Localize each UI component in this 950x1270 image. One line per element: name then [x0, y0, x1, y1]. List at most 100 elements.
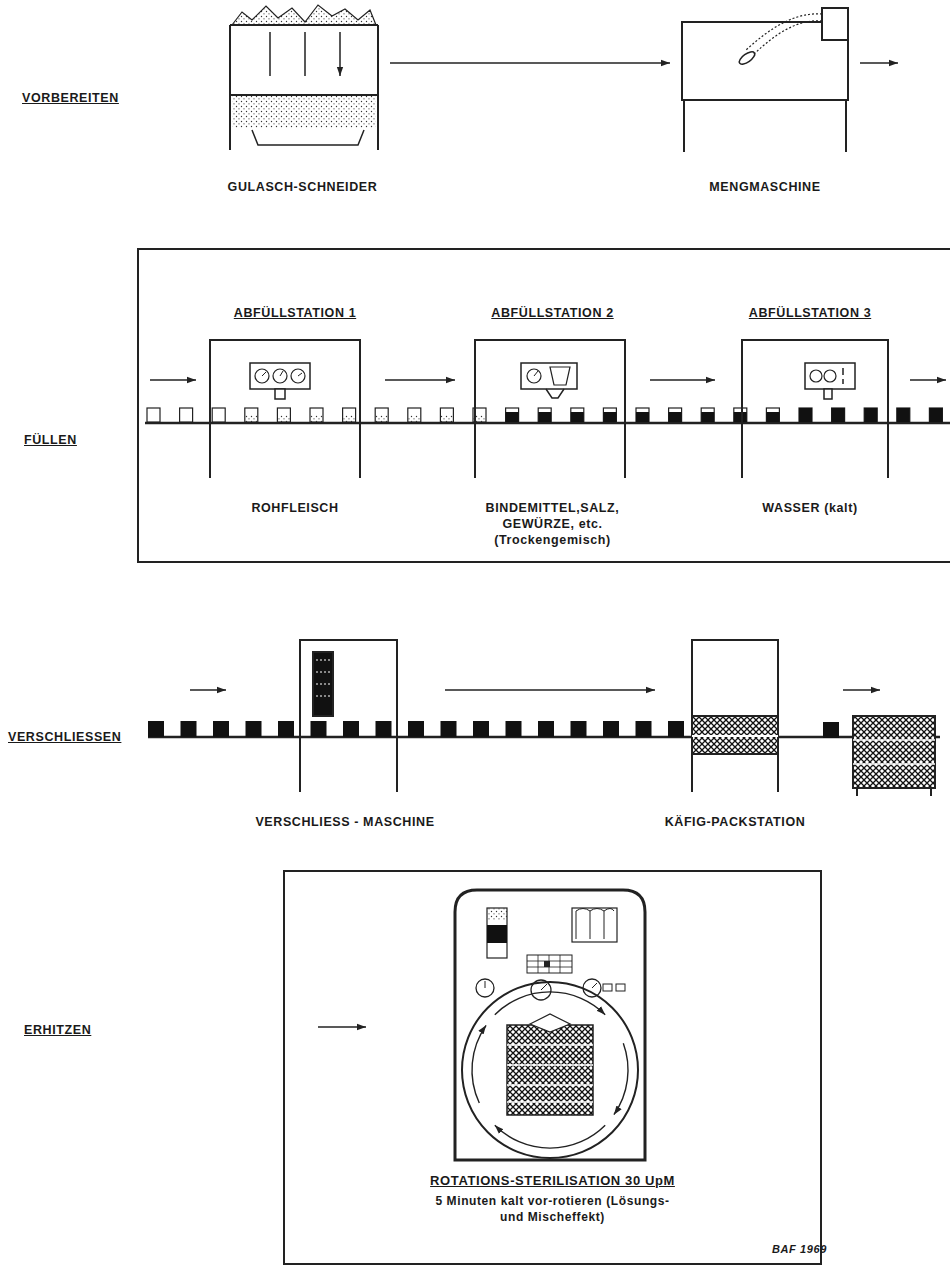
can: [147, 408, 160, 422]
label-holder: VORBEREITEN: [22, 90, 119, 106]
flow-arrow: [190, 689, 226, 691]
station-heading: ABFÜLLSTATION 2: [491, 305, 613, 321]
closing-machine: [313, 652, 333, 716]
can: [538, 721, 554, 737]
cutter-machine: [270, 32, 340, 76]
can: [212, 408, 225, 422]
can-filling: [506, 412, 519, 422]
sterilizer: [507, 1045, 593, 1102]
sterilizer: [572, 908, 617, 942]
caption: BINDEMITTEL,SALZ, GEWÜRZE, etc. (Trocken…: [470, 500, 635, 548]
can-filling: [799, 408, 812, 422]
filling-station: [534, 371, 538, 376]
can-filling: [832, 408, 845, 422]
mixing-machine: [737, 50, 756, 67]
filling-station: [742, 340, 888, 478]
signature: BAF 1969: [772, 1241, 827, 1257]
can-filling: [571, 412, 584, 422]
closing-machine: [300, 640, 397, 792]
can: [571, 721, 587, 737]
can: [897, 408, 910, 422]
sterilizer: [616, 984, 625, 991]
can-filling: [408, 415, 421, 422]
can-filling: [538, 412, 551, 422]
filling-station: [210, 340, 888, 478]
can-filling: [440, 415, 453, 422]
mixing-machine: [822, 8, 848, 40]
sterilizer: [495, 992, 605, 1015]
cutter-machine: [230, 25, 378, 150]
filling-station: ABFÜLLSTATION 2 BINDEMITTEL,SALZ, GEWÜRZE…: [455, 305, 650, 558]
heading: ROTATIONS-STERILISATION 30 UpM: [430, 1173, 675, 1189]
can: [148, 721, 684, 737]
stage-label: VORBEREITEN: [22, 90, 119, 106]
filling-station: [842, 368, 844, 384]
filling-station: ABFÜLLSTATION 1ROHFLEISCH: [205, 305, 385, 558]
sterilizer: [487, 908, 507, 920]
can: [506, 408, 519, 422]
flow-arrow: [860, 62, 898, 64]
can: [277, 408, 290, 422]
can: [636, 408, 649, 422]
filling-station: [546, 389, 564, 398]
filling-station: [275, 389, 285, 399]
cage-packing-station: [823, 722, 839, 738]
can-filling: [669, 412, 682, 422]
sterilizer-box: ROTATIONS-STERILISATION 30 UpM5 Minuten …: [400, 885, 705, 1225]
can-filling: [897, 408, 910, 422]
mixing-machine: [753, 21, 822, 55]
can-filling: [277, 415, 290, 422]
can: [538, 408, 551, 422]
can-filling: [603, 412, 616, 422]
can: [440, 408, 453, 422]
can: [701, 408, 714, 422]
sterilizer: [603, 984, 612, 991]
can: [571, 408, 584, 422]
can: [180, 408, 193, 422]
caption: VERSCHLIESS - MASCHINE: [255, 814, 434, 830]
sterilizer: [576, 909, 614, 940]
flow-arrow: [843, 689, 880, 691]
can: [603, 721, 619, 737]
can-filling: [375, 415, 388, 422]
can-filling: [734, 412, 747, 422]
can: [245, 408, 258, 422]
can: [147, 408, 942, 422]
can: [668, 721, 684, 737]
sterilizer: [544, 961, 550, 967]
filling-station: [475, 340, 625, 478]
filling-station: [262, 371, 302, 376]
filling-station: [824, 389, 832, 399]
can: [408, 721, 424, 737]
flow-arrow: [385, 379, 455, 381]
sterilizer: [527, 955, 572, 973]
filling-station: ABFÜLLSTATION 3WASSER (kalt): [715, 305, 905, 558]
can: [376, 721, 392, 737]
sterilizer: [527, 955, 572, 973]
can: [278, 721, 294, 737]
filling-station: [527, 369, 541, 383]
filling-station: [805, 363, 855, 389]
stage-label: VERSCHLIESSEN: [8, 729, 121, 745]
sterilizer: [487, 925, 507, 943]
sterilizer: [495, 1125, 605, 1148]
flow-arrow: [318, 1026, 366, 1028]
machine: MENGMASCHINE: [670, 5, 860, 195]
sterilizer: [614, 1043, 628, 1114]
caption: KÄFIG-PACKSTATION: [665, 814, 806, 830]
machine: VERSCHLIESS - MASCHINE: [245, 630, 445, 830]
conveyor: [145, 423, 950, 737]
sterilizer: [455, 890, 645, 1160]
can: [473, 721, 489, 737]
machine: KÄFIG-PACKSTATION: [655, 630, 815, 830]
can: [734, 408, 747, 422]
stage-label: FÜLLEN: [24, 432, 77, 448]
flow-arrow: [390, 62, 670, 64]
sterilizer: [472, 1025, 486, 1103]
cutter-machine: [230, 5, 378, 150]
stage-frame: FÜLLENABFÜLLSTATION 1ROHFLEISCHABFÜLLSTA…: [137, 248, 950, 563]
mixing-machine: [682, 8, 848, 152]
sterilizer: [487, 908, 507, 958]
filling-station: [824, 370, 836, 382]
